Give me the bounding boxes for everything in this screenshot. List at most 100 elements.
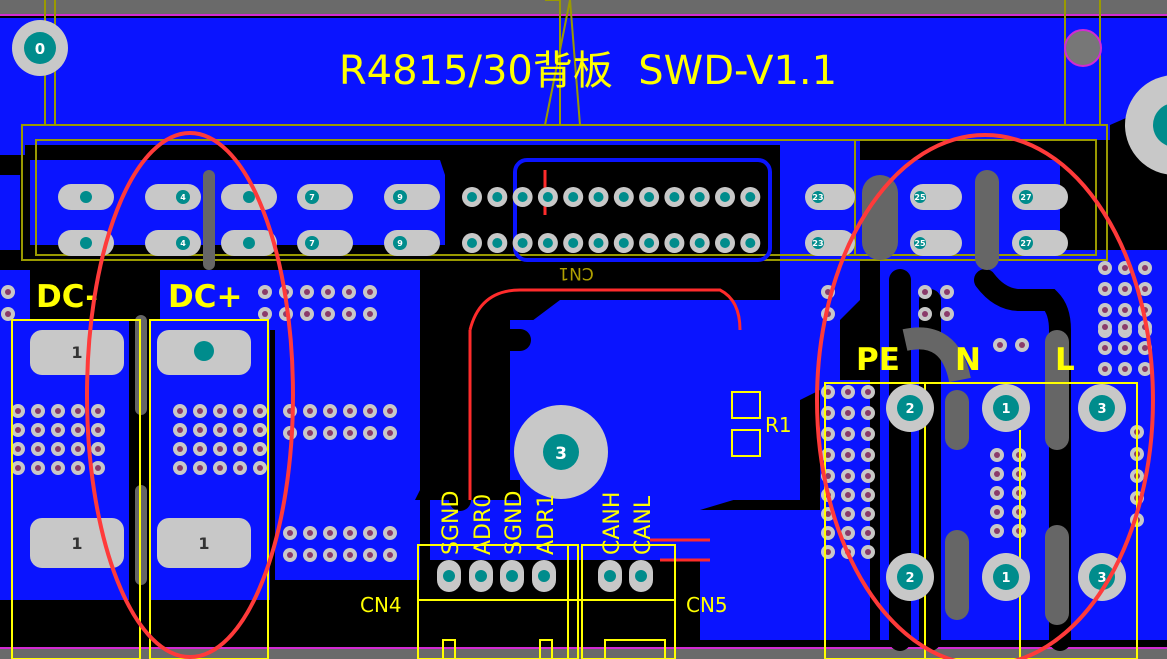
slot-pads [135,170,1069,625]
red-traces [468,170,742,562]
via-drill [865,410,871,416]
via-drill [825,511,831,517]
pin-number: 9 [397,239,403,248]
via-drill [1142,345,1148,351]
via-drill [347,552,353,558]
via-drill [347,430,353,436]
via-drill [327,552,333,558]
via-drill [257,408,263,414]
via-drill [55,446,61,452]
via-drill [257,446,263,452]
via-drill [845,431,851,437]
via-drill [15,446,21,452]
board-edge-top [0,0,1167,14]
via-drill [257,465,263,471]
via-drill [5,311,11,317]
pin-number: 27 [1020,239,1031,248]
via-drill [845,530,851,536]
via-drill [845,473,851,479]
via-drill [95,465,101,471]
via-drill [1142,286,1148,292]
via-drill [644,192,655,202]
pad-number: 3 [1097,402,1106,417]
via-drill [542,238,553,248]
cn4-pin-label: ADR1 [534,494,559,555]
via-drill [1102,286,1108,292]
via-drill [217,408,223,414]
via-drill [1122,324,1128,330]
silkscreen-outline [11,319,1138,659]
via-drill [593,192,604,202]
pin-number: 27 [1020,193,1031,202]
board-title: R4815/30背板 SWD-V1.1 [339,48,837,94]
dc-minus-label: DC- [36,279,98,315]
via-drill [865,492,871,498]
pin-number: 7 [309,239,315,248]
via-drill [492,192,503,202]
via-drill [825,410,831,416]
pad-number: 1 [71,534,82,553]
board-edge-bottom [0,648,1167,659]
via-drill [237,465,243,471]
cn4-label: CN4 [360,593,402,617]
via-drill [75,446,81,452]
via-drill [177,446,183,452]
via-drill [1122,307,1128,313]
via-drill [197,465,203,471]
via-drill [325,311,331,317]
via-drill [1102,324,1108,330]
l-label: L [1055,342,1075,378]
via-drill [997,342,1003,348]
via-drill [644,238,655,248]
via-drill [845,389,851,395]
via-drill [327,430,333,436]
via-drill [217,446,223,452]
via-drill [95,408,101,414]
via-drill [944,311,950,317]
cn5-pin-label: CANH [600,492,625,555]
via-drill [35,408,41,414]
via-drill [517,192,528,202]
annotation-ellipse-ac [815,133,1155,659]
via-drill [467,238,477,248]
via-drill [35,446,41,452]
via-drill [177,465,183,471]
via-drill [15,427,21,433]
pin-number: 7 [309,193,315,202]
via-drill [325,289,331,295]
via-drill [237,408,243,414]
pad-number: 1 [198,534,209,553]
ac-pads: 2 1 3 2 1 3 [886,384,1126,601]
pad-number: 1 [71,343,82,362]
via-drill [35,427,41,433]
via-drill [197,446,203,452]
via-drill [1122,366,1128,372]
via-drill [618,192,629,202]
via-drill [825,452,831,458]
via-drill [994,471,1000,477]
via-drill [307,530,313,536]
via-drill [922,311,928,317]
via-drill [694,238,705,248]
via-drill [304,289,310,295]
via-drill [387,408,393,414]
via-drill [1122,286,1128,292]
dc-pads: 1 1 1 [30,330,251,568]
via-drill [307,430,313,436]
red-annotation-circles [85,131,1155,659]
via-drill [467,192,477,202]
via-drill [75,465,81,471]
via-drill [177,427,183,433]
signal-pins [437,560,653,592]
via-drill [745,192,756,202]
pin-number: 25 [914,193,926,202]
pin-number: 4 [180,239,186,248]
via-drill [95,446,101,452]
via-drill [944,289,950,295]
via-array [1,261,1152,562]
via-drill [845,492,851,498]
pad-number: 2 [905,571,914,586]
pin-number: 4 [180,193,186,202]
via-drill [75,408,81,414]
